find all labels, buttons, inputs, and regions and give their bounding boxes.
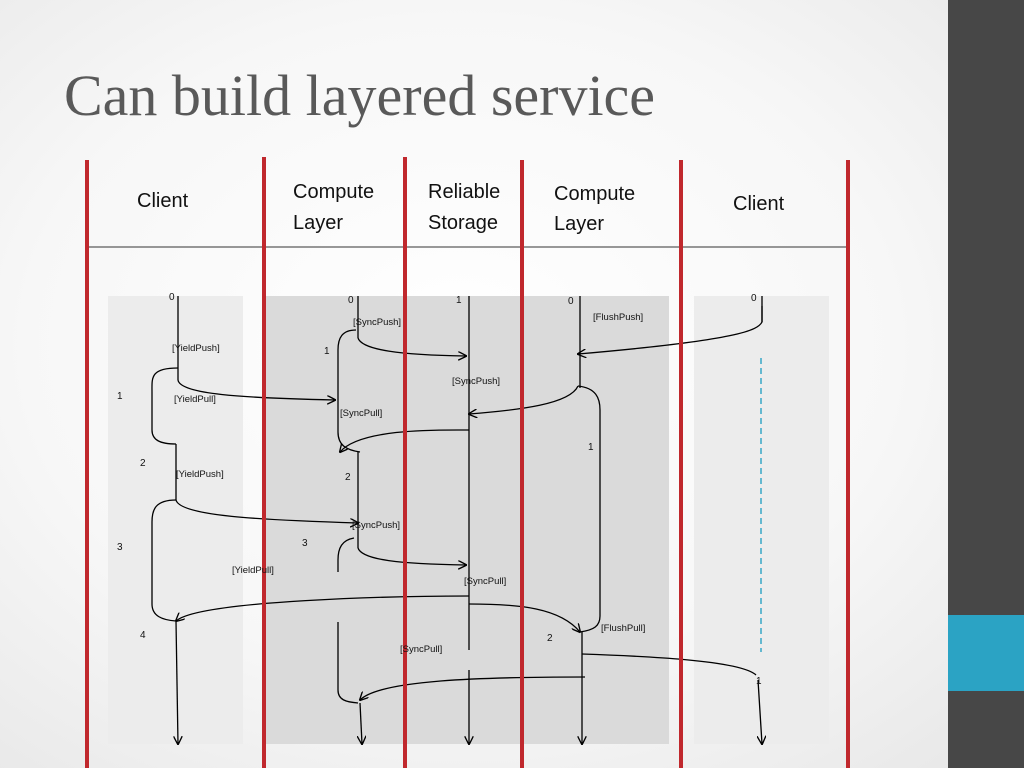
sidebar-accent-block — [948, 615, 1024, 691]
compute1-step-1: 1 — [324, 346, 330, 357]
lane-header-storage-line2: Storage — [428, 212, 498, 234]
client1-step-2: 2 — [140, 458, 146, 469]
lane-dividers — [85, 157, 850, 768]
sync-pull-label-1: [SyncPull] — [340, 408, 382, 419]
compute2-step-0: 0 — [568, 296, 574, 307]
compute2-step-2: 2 — [547, 633, 553, 644]
storage-step-1: 1 — [456, 295, 462, 306]
flush-pull-label: [FlushPull] — [601, 623, 645, 634]
compute1-step-2: 2 — [345, 472, 351, 483]
sync-push-label-1: [SyncPush] — [353, 317, 401, 328]
compute1-step-0: 0 — [348, 295, 354, 306]
compute1-step-3: 3 — [302, 538, 308, 549]
lane-header-client2: Client — [733, 193, 785, 215]
client2-flows — [758, 296, 762, 744]
lane-header-client1: Client — [137, 190, 189, 212]
compute2-flows — [360, 296, 763, 744]
storage-flows — [176, 296, 469, 744]
client2-step-1: 1 — [756, 676, 762, 687]
client1-step-1: 1 — [117, 391, 123, 402]
lane-divider-4 — [520, 160, 524, 768]
lane-header-storage-line1: Reliable — [428, 181, 500, 203]
client2-step-0: 0 — [751, 293, 757, 304]
slide-title: Can build layered service — [64, 63, 656, 128]
compute-storage-panel — [266, 296, 669, 744]
compute1-flows — [337, 296, 466, 744]
lane-header-compute2-line1: Compute — [554, 183, 635, 205]
client1-step-4: 4 — [140, 630, 146, 641]
lane-divider-6 — [846, 160, 850, 768]
lane-divider-2 — [262, 157, 266, 768]
client1-panel — [108, 296, 243, 744]
yield-push-label-2: [YieldPush] — [176, 469, 224, 480]
client1-flows — [151, 296, 358, 744]
lane-divider-5 — [679, 160, 683, 768]
yield-pull-label-1: [YieldPull] — [174, 394, 216, 405]
sync-pull-label-2: [SyncPull] — [400, 644, 442, 655]
yield-pull-label-2: [YieldPull] — [232, 565, 274, 576]
lane-header-compute2-line2: Layer — [554, 213, 604, 235]
layered-service-diagram: Client Compute Layer Reliable Storage Co… — [85, 157, 850, 768]
storage-sync-pull-label: [SyncPull] — [464, 576, 506, 587]
sync-push-label-2: [SyncPush] — [352, 520, 400, 531]
flush-push-label: [FlushPush] — [593, 312, 643, 323]
lane-divider-3 — [403, 157, 407, 768]
lane-header-compute1-line1: Compute — [293, 181, 374, 203]
client1-step-3: 3 — [117, 542, 123, 553]
storage-sync-push-label: [SyncPush] — [452, 376, 500, 387]
lane-header-compute1-line2: Layer — [293, 212, 343, 234]
compute2-step-1: 1 — [588, 442, 594, 453]
lane-divider-1 — [85, 160, 89, 768]
client1-step-0: 0 — [169, 292, 175, 303]
yield-push-label-1: [YieldPush] — [172, 343, 220, 354]
